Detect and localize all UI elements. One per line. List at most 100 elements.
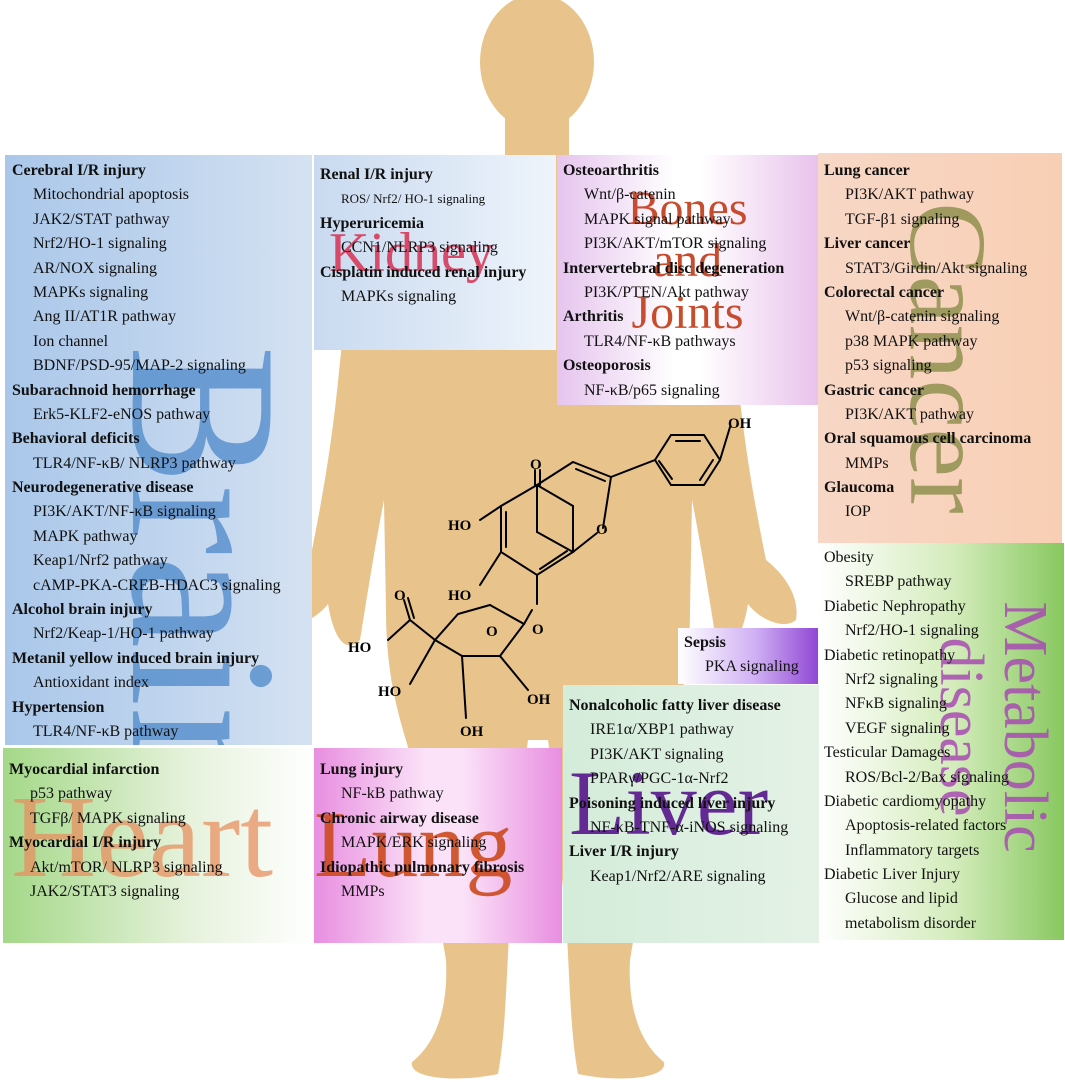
pathway-item: Akt/mTOR/ NLRP3 signaling (30, 858, 223, 876)
pathway-item: TLR4/NF-κB pathways (584, 332, 736, 350)
disease-heading: Lung cancer (824, 162, 910, 179)
pathway-item: Nrf2/Keap-1/HO-1 pathway (33, 625, 214, 643)
pathway-item: PPARγ/PGC-1α-Nrf2 (590, 770, 729, 788)
disease-heading: Poisoning induced liver injury (569, 794, 776, 812)
pathway-item: Nrf2/HO-1 signaling (845, 622, 979, 640)
pathway-item: MAPKs signaling (341, 287, 457, 305)
pathway-item: Diabetic cardiomyopathy (824, 792, 987, 810)
disease-heading: Alcohol brain injury (12, 601, 153, 619)
pathway-item: NFκB signaling (845, 695, 947, 713)
disease-heading: Lung injury (320, 761, 404, 778)
disease-heading: Hypertension (12, 698, 105, 716)
pathway-item: JAK2/STAT pathway (33, 210, 170, 228)
pathway-item: p53 pathway (30, 785, 113, 803)
pathway-item: JAK2/STAT3 signaling (30, 882, 180, 900)
pathway-item: TLR4/NF-κB pathway (33, 722, 179, 740)
pathway-item: NF-κB-TNF-α-iNOS signaling (590, 818, 789, 836)
pathway-item: p53 signaling (845, 357, 932, 375)
disease-heading: Cerebral I/R injury (12, 162, 146, 179)
pathway-item: CCN1/NLRP3 signaling (341, 239, 498, 257)
pathway-item: TGFβ/ MAPK signaling (30, 809, 186, 827)
pathway-item: TGF-β1 signaling (845, 210, 960, 228)
pathway-item: Erk5-KLF2-eNOS pathway (33, 405, 211, 423)
pathway-item: Wnt/β-catenin signaling (845, 308, 1000, 326)
pathway-item: PI3K/AKT/mTOR signaling (584, 235, 767, 253)
pathway-item: PI3K/PTEN/Akt pathway (584, 283, 749, 301)
pathway-item: VEGF signaling (845, 719, 950, 737)
disease-heading: Neurodegenerative disease (12, 479, 194, 497)
disease-heading: Sepsis (684, 634, 726, 651)
disease-heading: Intervertebral disc degeneration (563, 259, 785, 277)
disease-heading: Nonalcoholic fatty liver disease (569, 697, 781, 714)
pathway-item: STAT3/Girdin/Akt signaling (845, 259, 1028, 277)
disease-heading: Colorectal cancer (824, 283, 945, 301)
pathway-item: Inflammatory targets (845, 841, 980, 859)
disease-heading: Oral squamous cell carcinoma (824, 430, 1032, 448)
pathway-item: NF-κB/p65 signaling (584, 381, 720, 399)
pathway-item: Apoptosis-related factors (845, 817, 1007, 835)
pathway-item: metabolism disorder (845, 914, 977, 932)
disease-heading: Arthritis (563, 308, 624, 326)
pathway-item: Nrf2 signaling (845, 670, 938, 688)
pathway-item: SREBP pathway (845, 573, 952, 591)
pathway-item: IRE1α/XBP1 pathway (590, 721, 734, 739)
pathway-item: Testicular Damages (824, 744, 951, 762)
pathway-item: Ang II/AT1R pathway (33, 308, 177, 326)
disease-heading: Osteoporosis (563, 357, 651, 375)
pathway-item: PI3K/AKT pathway (845, 186, 975, 204)
disease-heading: Cisplatin induced renal injury (320, 263, 527, 281)
disease-heading: Subarachnoid hemorrhage (12, 381, 196, 399)
pathway-item: Keap1/Nrf2 pathway (33, 552, 168, 570)
pathway-item: NF-kB pathway (341, 785, 444, 803)
pathway-item: PKA signaling (705, 658, 799, 676)
disease-heading: Renal I/R injury (320, 166, 433, 183)
disease-heading: Behavioral deficits (12, 430, 140, 448)
pathway-item: Keap1/Nrf2/ARE signaling (590, 867, 766, 885)
pathway-item: MAPK signal pathway (584, 210, 731, 228)
disease-heading: Myocardial infarction (9, 761, 160, 778)
pathway-item: PI3K/AKT/NF-κB signaling (33, 503, 216, 521)
pathway-item: Nrf2/HO-1 signaling (33, 235, 167, 253)
disease-heading: Osteoarthritis (563, 162, 659, 179)
pathway-item: Glucose and lipid (845, 890, 958, 908)
pathway-item: BDNF/PSD-95/MAP-2 signaling (33, 357, 246, 375)
pathway-item: PI3K/AKT pathway (845, 405, 975, 423)
disease-heading: Liver cancer (824, 235, 911, 253)
pathway-item: p38 MAPK pathway (845, 332, 978, 350)
disease-heading: Myocardial I/R injury (9, 834, 161, 852)
pathway-item: IOP (845, 503, 871, 521)
disease-heading: Liver I/R injury (569, 843, 679, 861)
pathway-item: Diabetic Liver Injury (824, 866, 960, 884)
pathway-item: ROS/ Nrf2/ HO-1 signaling (341, 191, 486, 207)
pathway-item: Wnt/β-catenin (584, 186, 676, 204)
pathway-item: PI3K/AKT signaling (590, 745, 724, 763)
pathway-item: Antioxidant index (33, 674, 149, 692)
pathway-item: Obesity (824, 549, 874, 566)
pathway-item: MAPK pathway (33, 527, 138, 545)
disease-heading: Gastric cancer (824, 381, 924, 399)
pathway-item: MAPKs signaling (33, 283, 149, 301)
pathway-item: MAPK/ERK signaling (341, 834, 487, 852)
disease-heading: Hyperuricemia (320, 214, 424, 232)
pathway-item: cAMP-PKA-CREB-HDAC3 signaling (33, 576, 281, 594)
pathway-item: Ion channel (33, 332, 109, 350)
pathway-item: AR/NOX signaling (33, 259, 157, 277)
pathway-item: ROS/Bcl-2/Bax signaling (845, 768, 1009, 786)
